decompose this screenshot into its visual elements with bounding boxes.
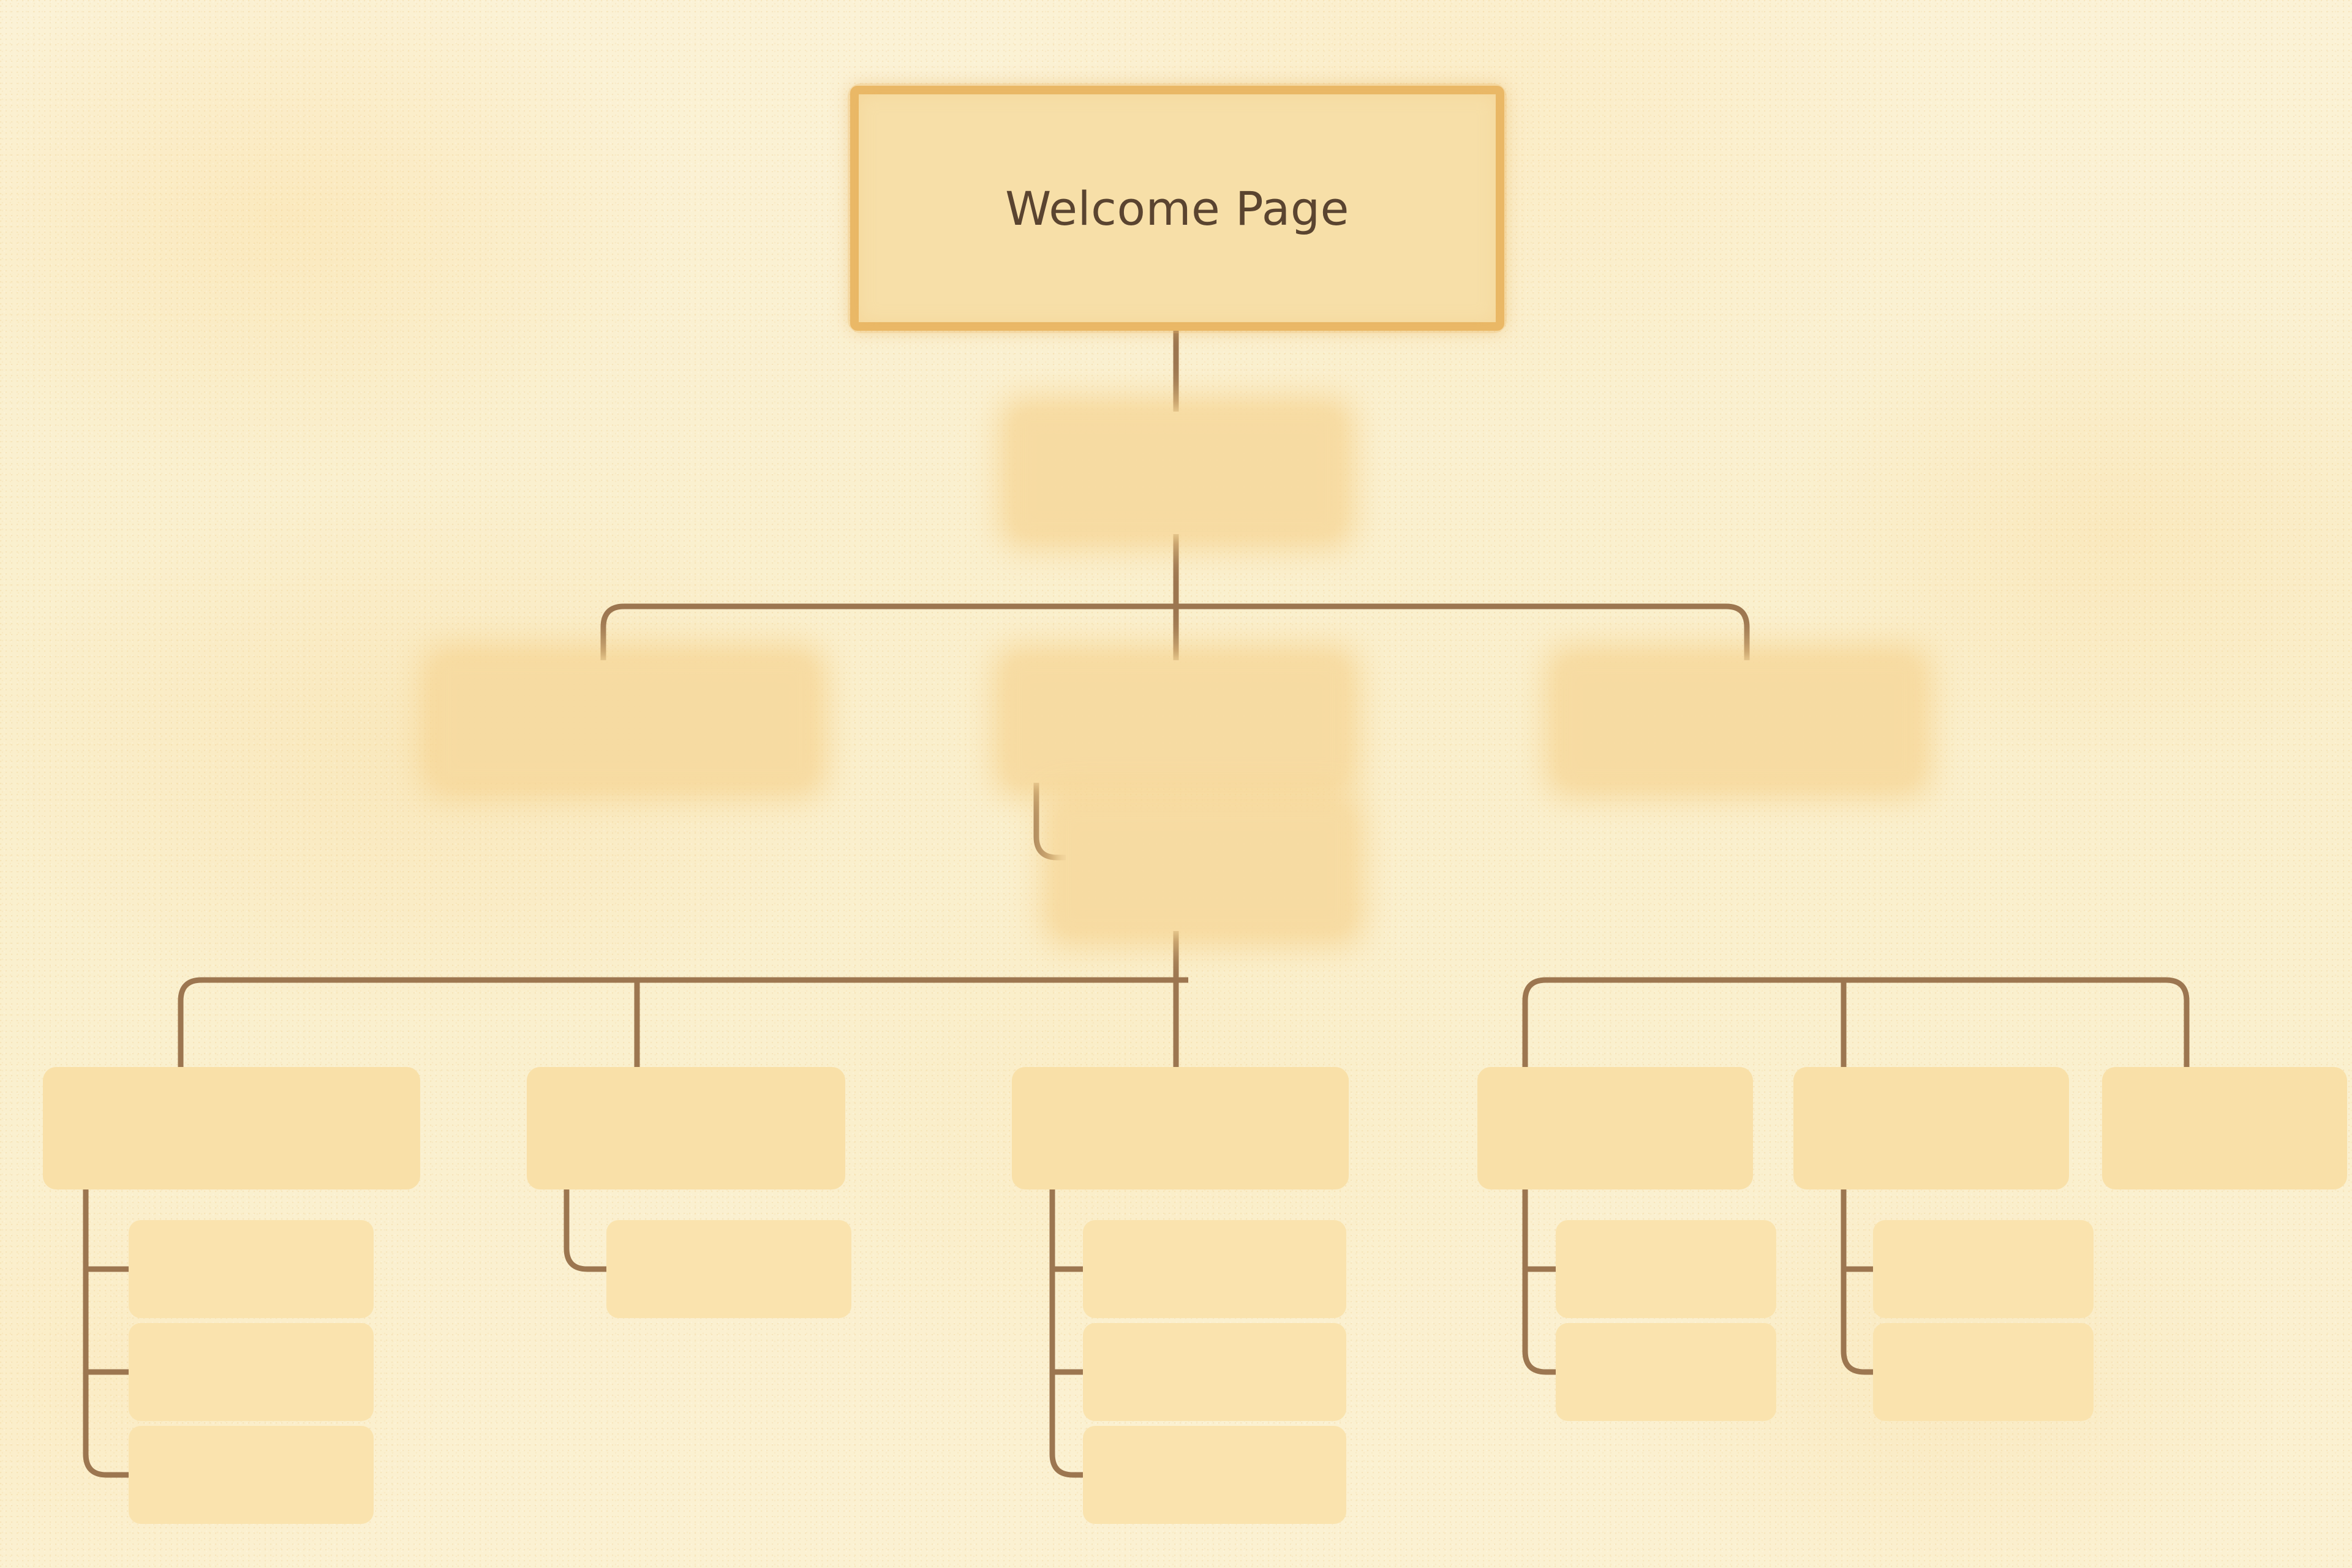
node-branch-2-head[interactable] <box>527 1067 845 1189</box>
node-branch-3-head[interactable] <box>1012 1067 1349 1189</box>
node-branch-3-child-3[interactable] <box>1083 1426 1346 1524</box>
connector-right-bus <box>1522 977 2190 1067</box>
node-root-welcome-page[interactable]: Welcome Page <box>850 86 1504 331</box>
node-level3-1[interactable] <box>437 660 811 783</box>
node-branch-1-child-3[interactable] <box>129 1426 374 1524</box>
connector-left-bus <box>178 977 1188 1067</box>
node-branch-4-child-1[interactable] <box>1556 1220 1776 1318</box>
node-branch-5-head[interactable] <box>1793 1067 2069 1189</box>
node-level4-1[interactable] <box>1057 809 1349 931</box>
node-branch-3-child-2[interactable] <box>1083 1323 1346 1421</box>
node-branch-6-head[interactable] <box>2102 1067 2347 1189</box>
node-branch-2-child-1[interactable] <box>606 1220 851 1318</box>
node-root-welcome-page-label: Welcome Page <box>1005 181 1349 236</box>
node-branch-3-child-1[interactable] <box>1083 1220 1346 1318</box>
node-branch-4-head[interactable] <box>1477 1067 1753 1189</box>
node-branch-5-child-2[interactable] <box>1873 1323 2094 1421</box>
node-branch-4-child-2[interactable] <box>1556 1323 1776 1421</box>
node-level3-2[interactable] <box>1008 660 1344 783</box>
node-level2-1[interactable] <box>1014 412 1339 534</box>
node-branch-5-child-1[interactable] <box>1873 1220 2094 1318</box>
node-branch-1-head[interactable] <box>43 1067 420 1189</box>
node-branch-1-child-1[interactable] <box>129 1220 374 1318</box>
node-branch-1-child-2[interactable] <box>129 1323 374 1421</box>
node-level3-3[interactable] <box>1561 660 1916 783</box>
